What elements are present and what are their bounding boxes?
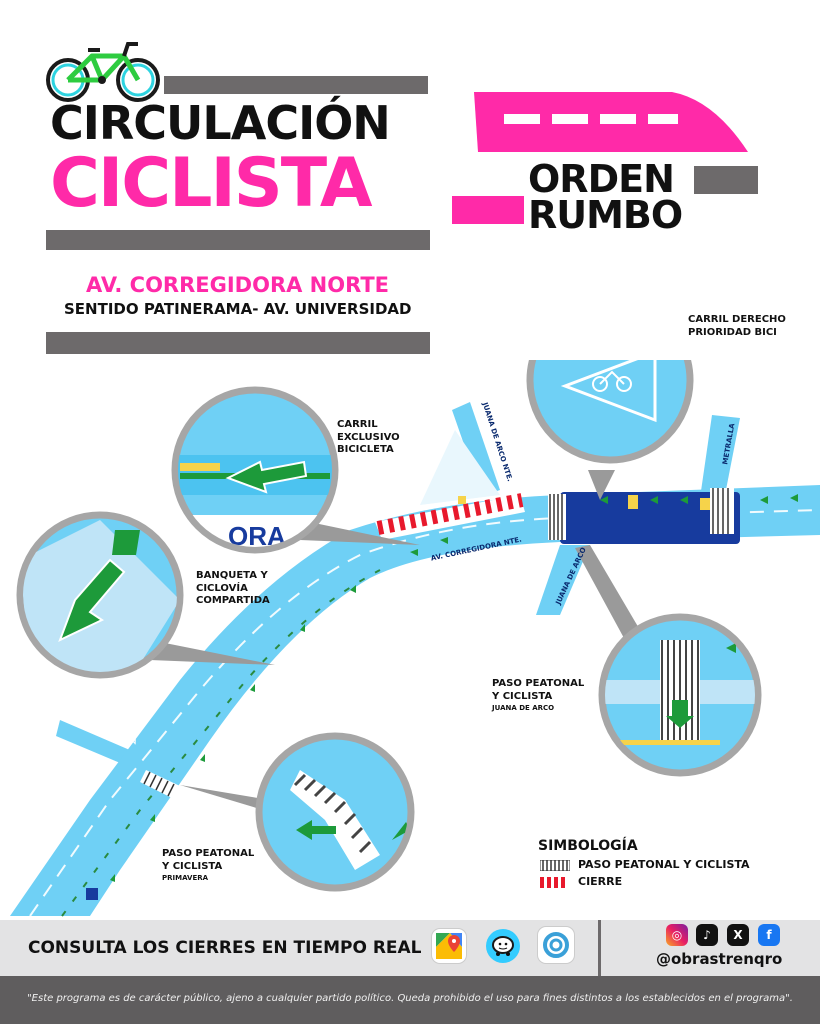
bicycle-icon [46,42,160,102]
brand-line2: RUMBO [528,193,683,237]
footer-disclaimer: "Este programa es de carácter público, a… [27,993,793,1004]
legend-item-closure: CIERRE [578,875,623,888]
train-logo-icon [452,92,758,224]
crosswalk-metralla [710,488,734,534]
title-line1: CIRCULACIÓN [50,96,391,150]
crosswalk-primavera [140,770,180,798]
header-grey-bar-top [164,76,428,94]
x-icon[interactable]: X [727,924,749,946]
callout-leaders [150,470,640,812]
footer [0,976,820,1024]
google-maps-icon[interactable] [432,929,466,963]
zoom-paso-primavera [255,732,415,892]
zoom-banqueta [16,511,184,679]
waze-icon[interactable] [486,929,520,963]
street-name: AV. CORREGIDORA NORTE [86,273,390,297]
transit-app-icon[interactable] [538,927,574,963]
crosswalk-juana [548,494,566,540]
street-grey-bar [46,332,430,354]
brand-line1: ORDEN [528,157,675,201]
callout-paso-juana-sub: JUANA DE ARCO [492,704,555,712]
instagram-icon[interactable]: ◎ [666,924,688,946]
magnified-ora-text: ORA [228,521,286,551]
social-handle[interactable]: @obrastrenqro [656,950,783,968]
title-line2: CICLISTA [50,144,372,223]
closure-legend-icon [540,877,570,888]
metralla-street [700,415,740,500]
closure-stripes [375,493,525,540]
header-grey-bar-bottom [46,230,430,250]
bike-priority-zone [560,492,740,544]
bottom-divider [598,920,601,976]
legend-item-crosswalk: PASO PEATONAL Y CICLISTA [578,858,750,871]
legend-title: SIMBOLOGÍA [538,838,638,854]
street-direction: SENTIDO PATINERAMA- AV. UNIVERSIDAD [64,300,412,318]
zoom-carril-derecho [526,360,694,464]
zoom-carril-exclusivo: ORA [171,386,339,554]
crosswalk-legend-icon [540,860,570,871]
facebook-icon[interactable]: f [758,924,780,946]
zoom-paso-juana [598,613,762,777]
juana-de-arco-south-street [536,545,590,615]
callout-paso-primavera-sub: PRIMAVERA [162,874,209,882]
consulta-text: CONSULTA LOS CIERRES EN TIEMPO REAL [28,938,422,958]
juana-de-arco-street [452,402,500,496]
tiktok-icon[interactable]: ♪ [696,924,718,946]
route-map: ORA [10,360,820,917]
